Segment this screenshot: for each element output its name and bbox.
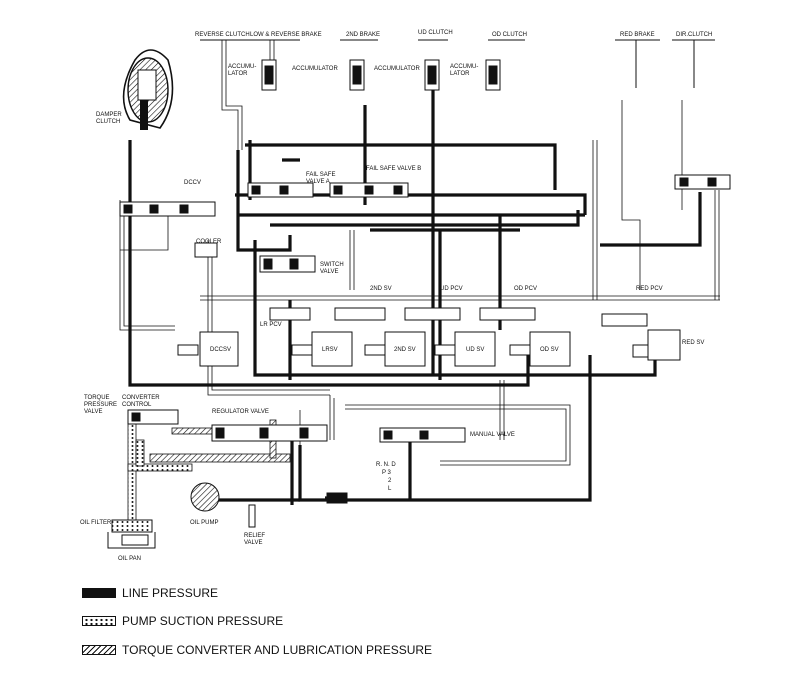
label-od-sv: OD SV (540, 347, 559, 353)
label-fail-safe: FAIL SAFE (306, 172, 335, 178)
pump-suction-passages (127, 419, 193, 521)
pump-suction-swatch (82, 616, 116, 626)
label-lator-1: LATOR (228, 71, 248, 77)
label-dir-clutch: DIR.CLUTCH (676, 32, 712, 38)
diagram-labels: REVERSE CLUTCH LOW & REVERSE BRAKE 2ND B… (80, 30, 712, 562)
label-fail-safe-valve-b: FAIL SAFE VALVE B (366, 166, 421, 172)
label-reverse-clutch: REVERSE CLUTCH (195, 32, 250, 38)
label-gear-l: L (388, 486, 392, 492)
torque-converter (122, 49, 174, 130)
label-ud-pcv: UD PCV (440, 286, 463, 292)
label-cooler: COOLER (196, 239, 222, 245)
label-red-pcv: RED PCV (636, 286, 663, 292)
legend-line-pressure-label: LINE PRESSURE (122, 586, 219, 600)
label-accumulator-1: ACCUMULATOR (292, 66, 338, 72)
label-accumu-1: ACCUMU- (228, 64, 256, 70)
label-torque: TORQUE (84, 395, 110, 401)
label-lr-pcv: LR PCV (260, 322, 282, 328)
label-dccsv: DCCSV (210, 347, 231, 353)
spool-valves (119, 174, 731, 443)
label-oil-pan: OIL PAN (118, 556, 141, 562)
label-od-pcv: OD PCV (514, 286, 537, 292)
oil-supply (107, 482, 348, 549)
label-switch: SWITCH (320, 262, 344, 268)
label-red-sv: RED SV (682, 340, 704, 346)
label-damper: DAMPER (96, 112, 122, 118)
legend-pump-suction: PUMP SUCTION PRESSURE (82, 612, 502, 632)
label-lator-2: LATOR (450, 71, 470, 77)
legend-torque-converter-label: TORQUE CONVERTER AND LUBRICATION PRESSUR… (122, 643, 433, 657)
legend-line-pressure: LINE PRESSURE (82, 584, 502, 604)
label-dccv: DCCV (184, 180, 201, 186)
label-gear-p3: P 3 (382, 470, 392, 476)
label-valve-a: VALVE A (306, 179, 330, 185)
legend-pump-suction-label: PUMP SUCTION PRESSURE (122, 614, 284, 628)
label-clutch: CLUTCH (96, 119, 120, 125)
accumulators (200, 39, 715, 91)
label-converter: CONVERTER (122, 395, 160, 401)
label-relief: RELIEF (244, 533, 265, 539)
label-lrsv: LRSV (322, 347, 338, 353)
label-control: CONTROL (122, 402, 152, 408)
torque-converter-swatch (82, 645, 116, 655)
label-pressure: PRESSURE (84, 402, 117, 408)
label-relief-valve: VALVE (244, 540, 262, 546)
label-switch-valve: VALVE (320, 269, 338, 275)
thin-passages (119, 40, 720, 466)
label-od-clutch: OD CLUTCH (492, 32, 527, 38)
label-accumu-2: ACCUMU- (450, 64, 478, 70)
label-2nd-sv-top: 2ND SV (370, 286, 392, 292)
label-accumulator-2: ACCUMULATOR (374, 66, 420, 72)
label-2nd-sv: 2ND SV (394, 347, 416, 353)
label-gear-rnd: R. N. D (376, 462, 396, 468)
label-ud-clutch: UD CLUTCH (418, 30, 453, 36)
solenoid-valves (177, 329, 681, 367)
label-low-reverse-brake: LOW & REVERSE BRAKE (250, 32, 322, 38)
label-second-brake: 2ND BRAKE (346, 32, 380, 38)
legend-torque-converter: TORQUE CONVERTER AND LUBRICATION PRESSUR… (82, 641, 502, 661)
label-manual-valve: MANUAL VALVE (470, 432, 515, 438)
label-torque-valve: VALVE (84, 409, 102, 415)
line-pressure-swatch (82, 588, 116, 598)
label-regulator-valve: REGULATOR VALVE (212, 409, 269, 415)
label-red-brake: RED BRAKE (620, 32, 655, 38)
label-oil-filter: OIL FILTER (80, 520, 112, 526)
label-ud-sv: UD SV (466, 347, 484, 353)
label-gear-2: 2 (388, 478, 392, 484)
label-oil-pump: OIL PUMP (190, 520, 218, 526)
